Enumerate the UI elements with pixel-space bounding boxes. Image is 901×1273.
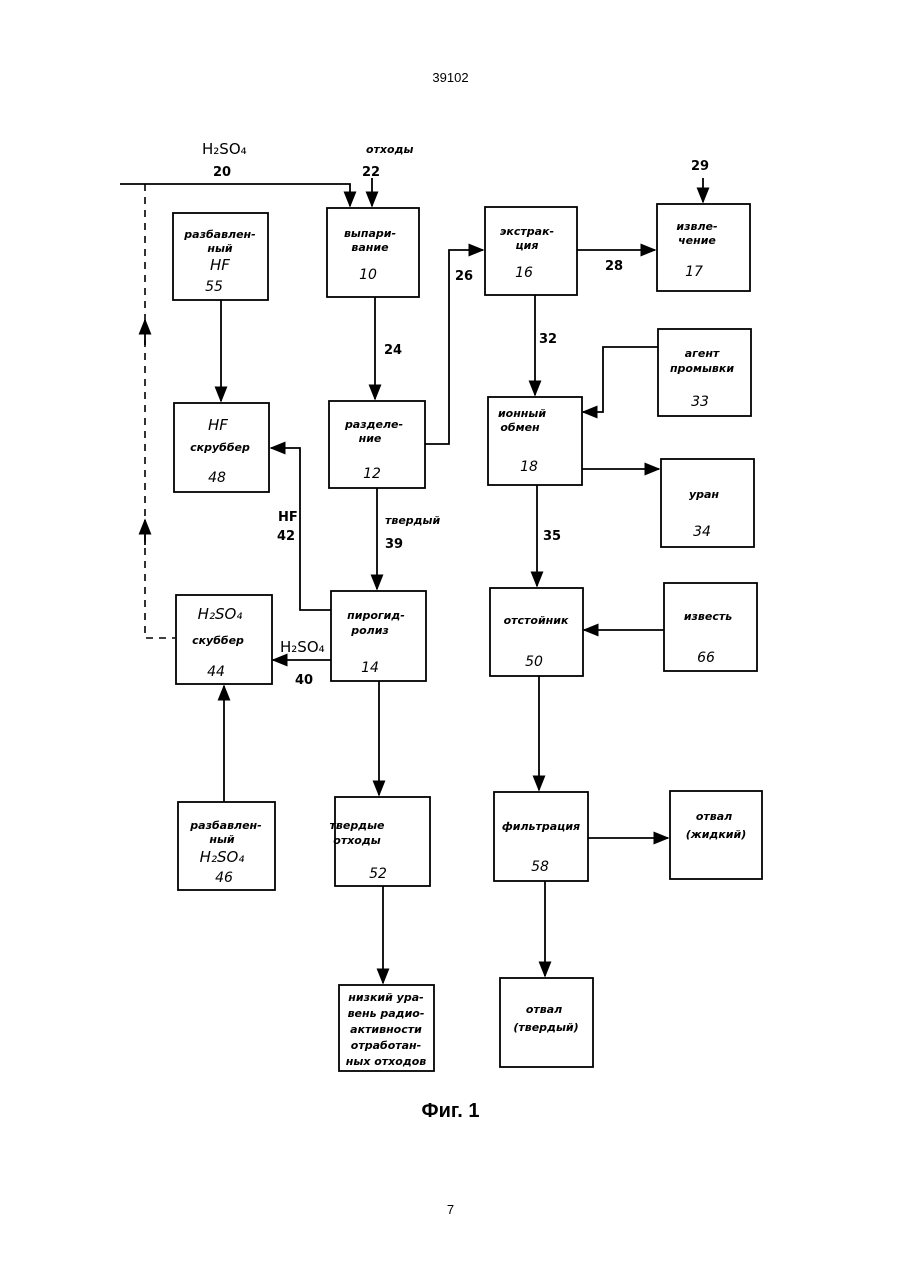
svg-text:33: 33 <box>691 394 709 410</box>
svg-text:отвал: отвал <box>526 1003 562 1016</box>
label-24: 24 <box>384 343 402 358</box>
svg-text:скруббер: скруббер <box>190 441 250 454</box>
svg-text:чение: чение <box>678 234 716 247</box>
box-dilute-hf: разбавлен- ный HF 55 <box>173 213 268 300</box>
svg-text:ция: ция <box>516 239 539 252</box>
box-recovery: извле- чение 17 <box>657 204 750 291</box>
box-filtration: фильтрация 58 <box>494 792 588 881</box>
box-h2so4-scrubber: H₂SO₄ скуббер 44 <box>176 595 272 684</box>
box-liquid-dump: отвал (жидкий) <box>670 791 762 879</box>
svg-text:(жидкий): (жидкий) <box>686 828 746 841</box>
svg-text:ролиз: ролиз <box>350 624 389 637</box>
svg-text:пирогид-: пирогид- <box>347 609 405 622</box>
svg-text:отвал: отвал <box>696 810 732 823</box>
svg-text:отходы: отходы <box>333 834 380 847</box>
box-dilute-h2so4: разбавлен- ный H₂SO₄ 46 <box>178 802 275 890</box>
svg-text:17: 17 <box>685 264 703 280</box>
svg-text:фильтрация: фильтрация <box>502 820 580 833</box>
svg-text:ние: ние <box>359 432 382 445</box>
svg-text:ионный: ионный <box>498 407 546 420</box>
svg-text:твердые: твердые <box>330 819 386 832</box>
svg-text:12: 12 <box>363 466 381 482</box>
label-solid-flow: твердый <box>385 514 441 527</box>
svg-text:HF: HF <box>208 416 228 434</box>
svg-text:H₂SO₄: H₂SO₄ <box>198 605 243 623</box>
box-uranium: уран 34 <box>661 459 754 547</box>
svg-text:обмен: обмен <box>500 421 540 434</box>
svg-text:отстойник: отстойник <box>504 614 569 627</box>
svg-text:промывки: промывки <box>670 362 734 375</box>
label-hf-flow: HF <box>278 510 298 525</box>
svg-text:34: 34 <box>693 524 711 540</box>
box-extraction: экстрак- ция 16 <box>485 207 577 295</box>
feed-line-h2so4 <box>120 184 350 206</box>
svg-text:55: 55 <box>205 279 223 295</box>
svg-text:52: 52 <box>369 866 387 882</box>
label-h2so4-top: H₂SO₄ <box>202 140 247 158</box>
svg-text:извле-: извле- <box>676 220 717 233</box>
svg-text:H₂SO₄: H₂SO₄ <box>200 848 245 866</box>
svg-text:вание: вание <box>351 241 389 254</box>
box-evaporation: выпари- вание 10 <box>327 208 419 297</box>
svg-text:выпари-: выпари- <box>344 227 396 240</box>
svg-text:агент: агент <box>685 347 720 360</box>
svg-text:50: 50 <box>525 654 543 670</box>
svg-text:ный: ный <box>207 242 233 255</box>
label-39: 39 <box>385 537 403 552</box>
svg-text:разбавлен-: разбавлен- <box>183 228 255 241</box>
label-42: 42 <box>277 529 295 544</box>
svg-text:низкий ура-: низкий ура- <box>348 991 423 1004</box>
svg-text:14: 14 <box>361 660 379 676</box>
svg-text:вень радио-: вень радио- <box>348 1007 425 1020</box>
svg-text:отработан-: отработан- <box>351 1039 421 1052</box>
arrow-33-18 <box>583 347 658 412</box>
box-ion-exchange: ионный обмен 18 <box>488 397 582 485</box>
box-low-level-waste: низкий ура- вень радио- активности отраб… <box>339 985 434 1071</box>
page-number: 7 <box>0 1202 901 1217</box>
box-solid-waste: твердые отходы 52 <box>330 797 430 886</box>
svg-text:известь: известь <box>684 610 732 623</box>
box-separation: разделе- ние 12 <box>329 401 425 488</box>
svg-text:разбавлен-: разбавлен- <box>189 819 261 832</box>
label-28: 28 <box>605 259 623 274</box>
arrow-12-16 <box>425 250 483 444</box>
svg-text:58: 58 <box>531 859 549 875</box>
svg-text:44: 44 <box>207 664 225 680</box>
svg-text:ных отходов: ных отходов <box>346 1055 426 1068</box>
svg-text:10: 10 <box>359 267 377 283</box>
svg-text:разделе-: разделе- <box>344 418 403 431</box>
label-40: 40 <box>295 673 313 688</box>
box-lime: известь 66 <box>664 583 757 671</box>
label-22: 22 <box>362 165 380 180</box>
svg-text:HF: HF <box>210 256 230 274</box>
svg-text:46: 46 <box>215 870 233 886</box>
svg-text:уран: уран <box>689 488 719 501</box>
label-h2so4-flow: H₂SO₄ <box>280 638 325 656</box>
svg-text:66: 66 <box>697 650 715 666</box>
label-20: 20 <box>213 165 231 180</box>
label-waste-in: отходы <box>366 143 413 156</box>
svg-text:16: 16 <box>515 265 533 281</box>
svg-text:скуббер: скуббер <box>192 634 244 647</box>
box-pyrohydrolysis: пирогид- ролиз 14 <box>331 591 426 681</box>
svg-text:48: 48 <box>208 470 226 486</box>
svg-text:(твердый): (твердый) <box>513 1021 578 1034</box>
svg-text:экстрак-: экстрак- <box>500 225 554 238</box>
label-32: 32 <box>539 332 557 347</box>
label-26: 26 <box>455 269 473 284</box>
box-solid-dump: отвал (твердый) <box>500 978 593 1067</box>
svg-text:18: 18 <box>520 459 538 475</box>
svg-text:ный: ный <box>209 833 235 846</box>
svg-text:активности: активности <box>350 1023 422 1036</box>
box-wash-agent: агент промывки 33 <box>658 329 751 416</box>
box-hf-scrubber: HF скруббер 48 <box>174 403 269 492</box>
label-29: 29 <box>691 159 709 174</box>
recycle-dashed-line <box>145 184 175 638</box>
figure-caption: Фиг. 1 <box>0 1100 901 1123</box>
box-settler: отстойник 50 <box>490 588 583 676</box>
label-35: 35 <box>543 529 561 544</box>
